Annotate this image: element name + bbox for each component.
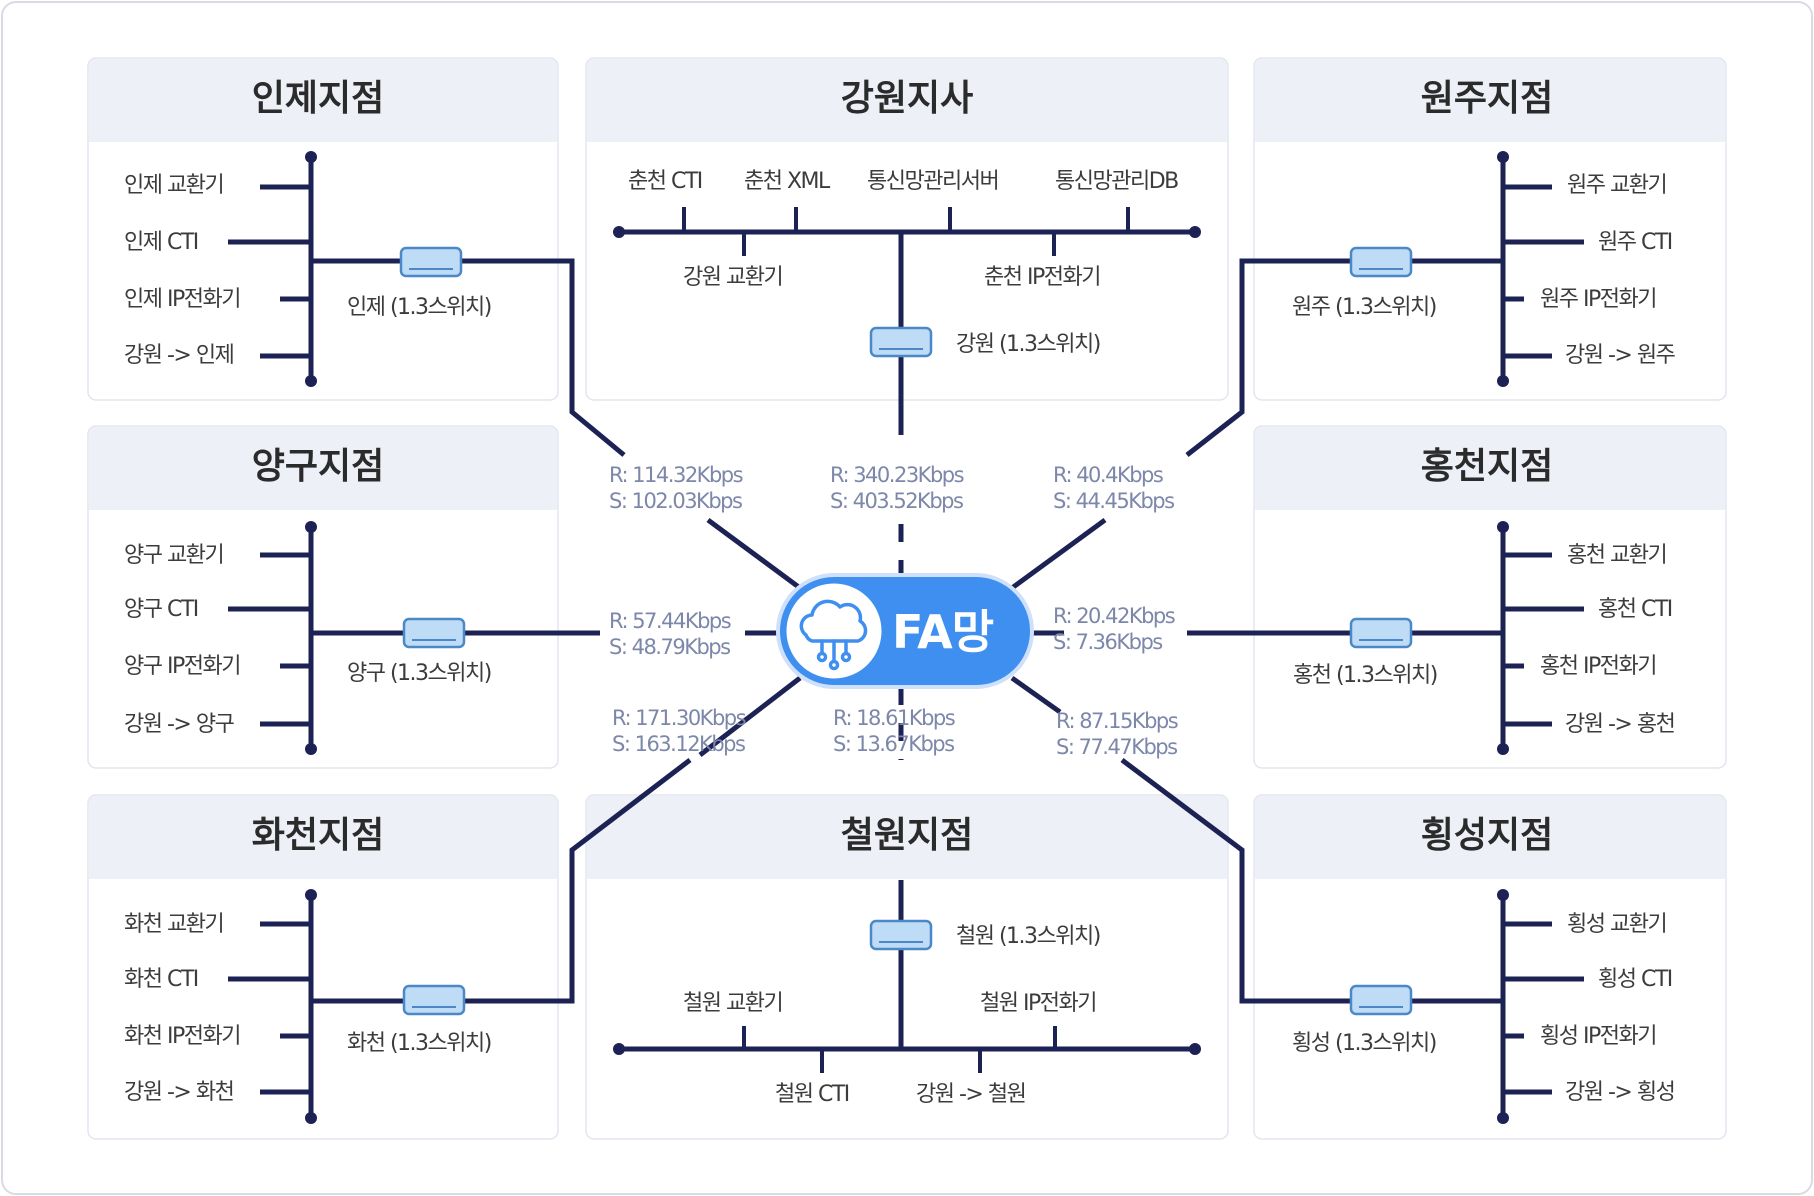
panel-yanggu: 양구지점 xyxy=(87,425,559,769)
panel-title-hoengseong: 횡성지점 xyxy=(1421,815,1553,856)
rate-r-cheorwon: R: 18.61Kbps xyxy=(833,706,955,730)
device-label: 횡성 CTI xyxy=(1598,967,1672,992)
rate-s-yanggu: S: 48.79Kbps xyxy=(609,635,730,659)
panel-wonju: 원주지점 xyxy=(1253,57,1727,401)
device-label: 양구 교환기 xyxy=(124,543,223,568)
rate-s-hongcheon: S: 7.36Kbps xyxy=(1053,630,1162,654)
device-label: 강원 -> 화천 xyxy=(124,1080,234,1105)
device-label: 강원 -> 철원 xyxy=(916,1082,1025,1107)
network-switch-icon xyxy=(402,984,466,1016)
network-switch-icon xyxy=(1349,984,1413,1016)
switch-label: 횡성 (1.3스위치) xyxy=(1292,1031,1436,1056)
device-label: 춘천 XML xyxy=(744,169,831,194)
device-label: 춘천 CTI xyxy=(628,169,702,194)
device-label: 원주 교환기 xyxy=(1567,173,1666,198)
device-label: 통신망관리서버 xyxy=(867,169,998,194)
device-label: 춘천 IP전화기 xyxy=(984,265,1100,290)
hub-label: FA망 xyxy=(892,605,994,659)
device-label: 원주 IP전화기 xyxy=(1540,287,1656,312)
device-label: 양구 IP전화기 xyxy=(124,654,240,679)
switch-label: 철원 (1.3스위치) xyxy=(956,924,1100,949)
cloud-network-icon xyxy=(799,599,868,671)
device-label: 강원 -> 양구 xyxy=(124,712,235,737)
panel-title-hwacheon: 화천지점 xyxy=(252,815,384,856)
device-label: 원주 CTI xyxy=(1598,230,1672,255)
network-switch-icon xyxy=(399,246,463,278)
rate-s-hwacheon: S: 163.12Kbps xyxy=(612,732,745,756)
device-label: 강원 -> 횡성 xyxy=(1565,1080,1674,1105)
device-label: 인제 CTI xyxy=(124,230,198,255)
device-label: 강원 교환기 xyxy=(683,265,782,290)
panel-inje: 인제지점 xyxy=(87,57,559,401)
wonju-network: 원주 교환기 원주 CTI 원주 IP전화기 강원 -> 원주 원주 (1.3스… xyxy=(1185,151,1677,457)
device-label: 강원 -> 홍천 xyxy=(1565,712,1675,737)
device-label: 화천 CTI xyxy=(124,967,198,992)
rate-s-gangwon: S: 403.52Kbps xyxy=(830,489,963,513)
device-label: 인제 IP전화기 xyxy=(124,287,240,312)
rate-s-cheorwon: S: 13.67Kbps xyxy=(833,732,954,756)
panel-gangwon: 강원지사 xyxy=(585,57,1229,401)
rate-r-yanggu: R: 57.44Kbps xyxy=(609,609,731,633)
rate-r-hwacheon: R: 171.30Kbps xyxy=(612,706,746,730)
device-label: 홍천 교환기 xyxy=(1567,543,1666,568)
cheorwon-network: 철원 (1.3스위치) 철원 교환기 철원 IP전화기 철원 CTI 강원 ->… xyxy=(613,687,1201,1107)
panel-title-gangwon: 강원지사 xyxy=(841,78,973,119)
switch-label: 원주 (1.3스위치) xyxy=(1292,295,1436,320)
panel-title-wonju: 원주지점 xyxy=(1421,78,1553,119)
yanggu-network: 양구 교환기 양구 CTI 양구 IP전화기 강원 -> 양구 양구 (1.3스… xyxy=(124,521,778,755)
device-label: 횡성 교환기 xyxy=(1567,912,1666,937)
panel-hongcheon: 홍천지점 xyxy=(1253,425,1727,769)
device-label: 홍천 IP전화기 xyxy=(1540,654,1656,679)
panel-title-inje: 인제지점 xyxy=(252,78,384,119)
switch-label: 인제 (1.3스위치) xyxy=(347,295,491,320)
hoengseong-network: 횡성 교환기 횡성 CTI 횡성 IP전화기 강원 -> 횡성 횡성 (1.3스… xyxy=(1120,758,1676,1124)
device-label: 철원 교환기 xyxy=(683,991,782,1016)
device-label: 화천 교환기 xyxy=(124,912,223,937)
network-switch-icon xyxy=(1349,617,1413,649)
device-label: 양구 CTI xyxy=(124,597,198,622)
device-label: 화천 IP전화기 xyxy=(124,1024,240,1049)
rate-r-inje: R: 114.32Kbps xyxy=(609,463,743,487)
network-switch-icon xyxy=(1349,246,1413,278)
switch-label: 홍천 (1.3스위치) xyxy=(1293,663,1437,688)
fa-network-hub: FA망 xyxy=(776,573,1034,689)
rate-s-inje: S: 102.03Kbps xyxy=(609,489,742,513)
panel-hoengseong: 횡성지점 xyxy=(1253,794,1727,1140)
panel-hwacheon: 화천지점 xyxy=(87,794,559,1140)
inje-network: 인제 교환기 인제 CTI 인제 IP전화기 강원 -> 인제 인제 (1.3스… xyxy=(124,151,626,457)
hongcheon-network: 홍천 교환기 홍천 CTI 홍천 IP전화기 강원 -> 홍천 홍천 (1.3스… xyxy=(1030,521,1676,755)
rate-s-wonju: S: 44.45Kbps xyxy=(1053,489,1174,513)
device-label: 철원 CTI xyxy=(775,1082,849,1107)
rate-s-hoengseong: S: 77.47Kbps xyxy=(1056,735,1177,759)
switch-label: 강원 (1.3스위치) xyxy=(956,332,1100,357)
rate-r-hongcheon: R: 20.42Kbps xyxy=(1053,604,1175,628)
device-label: 인제 교환기 xyxy=(124,173,223,198)
panel-cheorwon: 철원지점 xyxy=(585,794,1229,1140)
rate-r-gangwon: R: 340.23Kbps xyxy=(830,463,964,487)
network-switch-icon xyxy=(869,919,933,951)
panel-title-yanggu: 양구지점 xyxy=(252,446,384,487)
device-label: 홍천 CTI xyxy=(1598,597,1672,622)
network-switch-icon xyxy=(869,326,933,358)
rate-r-hoengseong: R: 87.15Kbps xyxy=(1056,709,1178,733)
rate-labels: R: 114.32Kbps S: 102.03Kbps R: 340.23Kbp… xyxy=(609,463,1179,759)
network-switch-icon xyxy=(402,617,466,649)
gangwon-network: 춘천 CTI 춘천 XML 통신망관리서버 통신망관리DB 강원 교환기 춘천 … xyxy=(613,169,1201,578)
hwacheon-network: 화천 교환기 화천 CTI 화천 IP전화기 강원 -> 화천 화천 (1.3스… xyxy=(124,758,692,1124)
device-label: 강원 -> 원주 xyxy=(1565,343,1676,368)
switch-label: 화천 (1.3스위치) xyxy=(347,1031,491,1056)
hub-spokes xyxy=(698,517,1107,757)
panel-title-cheorwon: 철원지점 xyxy=(841,815,973,856)
panel-title-hongcheon: 홍천지점 xyxy=(1421,446,1553,487)
device-label: 철원 IP전화기 xyxy=(980,991,1096,1016)
device-label: 통신망관리DB xyxy=(1055,169,1178,194)
device-label: 횡성 IP전화기 xyxy=(1540,1024,1656,1049)
device-label: 강원 -> 인제 xyxy=(124,343,233,368)
switch-label: 양구 (1.3스위치) xyxy=(347,661,491,686)
rate-r-wonju: R: 40.4Kbps xyxy=(1053,463,1163,487)
